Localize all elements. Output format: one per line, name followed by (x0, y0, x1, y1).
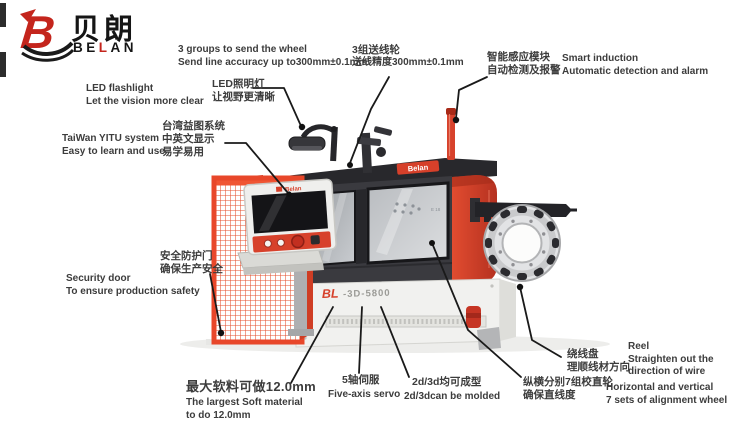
fence-top-rail (216, 180, 300, 186)
machine-foot (477, 327, 501, 350)
annotation-smart-en: Smart induction Automatic detection and … (562, 53, 709, 77)
emergency-stop-button (291, 234, 305, 249)
annotation-align-en: Horizontal and vertical 7 sets of alignm… (606, 382, 728, 406)
window-mark-text: E 18 (431, 207, 441, 212)
edge-artifact-bottom (0, 52, 6, 77)
brand-name-en: BELAN (73, 40, 138, 55)
annotation-send-wheel-cn: 3组送线轮 送线精度300mm±0.1mm (352, 44, 464, 68)
svg-text:B: B (19, 6, 58, 58)
main-window (366, 181, 450, 265)
annotation-send-wheel-en: 3 groups to send the wheel Send line acc… (178, 44, 368, 68)
annotation-door-cn: 安全防护门 确保生产安全 (160, 250, 223, 275)
annotation-servo-en: Five-axis servo (328, 389, 401, 400)
panel-button-2 (276, 238, 285, 247)
belan-logo-mark: B (19, 6, 74, 62)
panel-brand-text: Belan (285, 186, 302, 193)
machine-base-side (500, 279, 516, 341)
leader-mold (380, 306, 410, 378)
red-cap-top-shade (452, 175, 494, 187)
annotation-led-cn: LED照明灯 让视野更清晰 (212, 78, 275, 103)
annotation-align-cn: 纵横分别7组校直轮 确保直线度 (523, 376, 613, 401)
leader-reel (519, 286, 562, 358)
annotation-yitu-cn: 台湾益图系统 中英文显示 易学易用 (162, 120, 225, 158)
front-panel-seam (309, 262, 453, 270)
svg-text:Belan: Belan (407, 163, 429, 174)
annotation-yitu-en: TaiWan YITU system Easy to learn and use (62, 133, 165, 157)
screen-glare (258, 195, 287, 232)
panel-logo-mark (275, 186, 283, 192)
leader-smart (455, 76, 488, 119)
annotation-smart-cn: 智能感应模块 自动检测及报警 (487, 51, 561, 76)
roof-brand-badge: Belan (396, 160, 440, 175)
leader-send-wheel (349, 76, 390, 164)
annotation-mold-cn: 2d/3d均可成型 (412, 376, 482, 388)
reel-bolts (498, 219, 546, 267)
annotation-mold-en: 2d/3dcan be molded (404, 391, 501, 402)
model-label: BL -3D-5800 (322, 283, 391, 302)
leader-dots (217, 116, 524, 337)
reel-wheel (483, 204, 561, 282)
led-lamp (288, 124, 338, 162)
panel-button-1 (263, 239, 272, 248)
reel-rollers (485, 206, 559, 280)
window-pillar (356, 189, 366, 264)
leader-servo (358, 306, 363, 374)
leader-led (252, 87, 302, 127)
edge-artifact-top (0, 3, 6, 27)
leader-yitu (224, 142, 289, 194)
leader-max (290, 306, 334, 384)
sensor-pole (446, 108, 456, 160)
brand-name-cn: 贝朗 (71, 14, 138, 46)
annotation-door-en: Security door To ensure production safet… (66, 273, 200, 297)
annotation-reel-en: Reel Straighten out the direction of wir… (628, 341, 714, 377)
annotation-max-material: 最大软料可做12.0mm The largest Soft material t… (186, 379, 317, 421)
touchscreen (251, 190, 328, 234)
annotation-led-en: LED flashlight Let the vision more clear (86, 83, 204, 107)
window-dots (393, 202, 421, 215)
leader-align (431, 242, 522, 378)
annotation-servo-cn: 5轴伺服 (342, 374, 380, 386)
annotation-reel-cn: 绕线盘 理顺线材方向 (567, 348, 630, 373)
control-panel: Belan (243, 178, 337, 256)
wire-feed-bracket (356, 126, 393, 174)
leader-door (209, 273, 222, 333)
leader-lines (209, 76, 562, 384)
base-valve-band (466, 313, 481, 318)
panel-button-3 (310, 235, 320, 245)
